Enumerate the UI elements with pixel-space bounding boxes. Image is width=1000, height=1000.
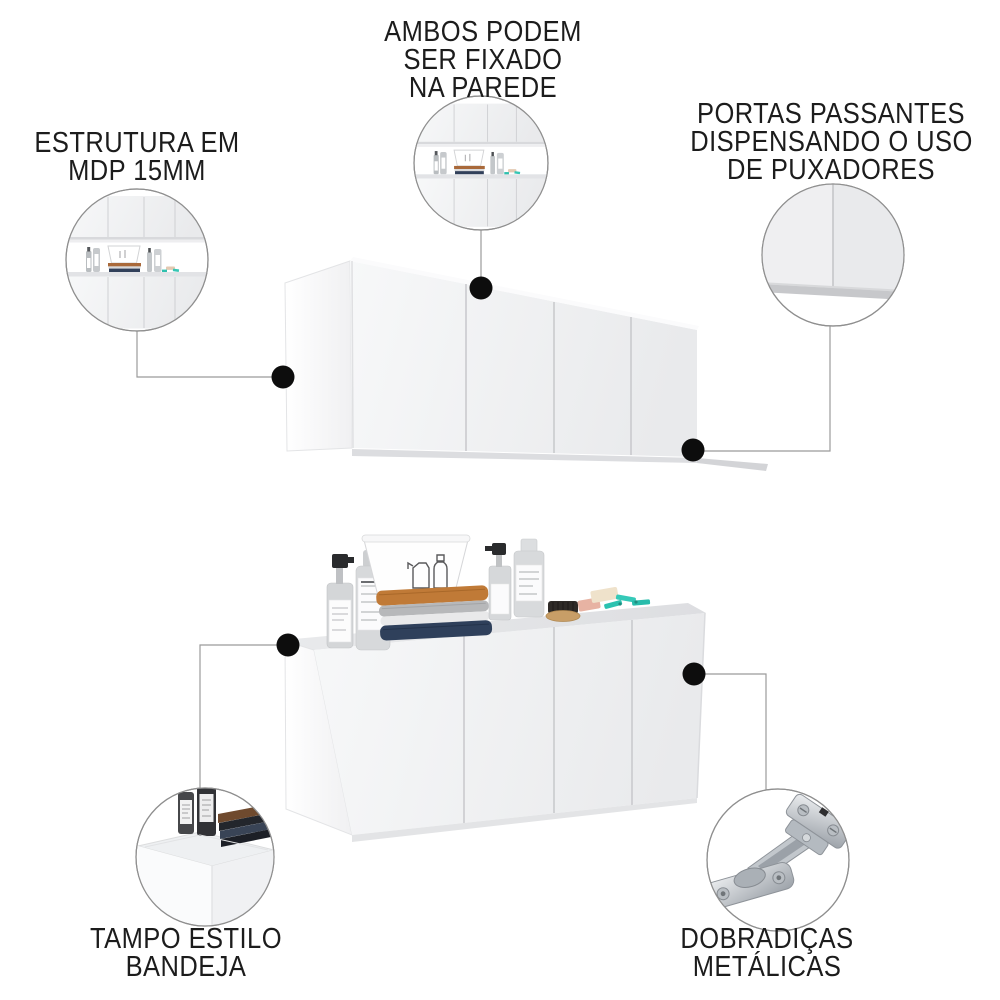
wooden-brush [545,601,581,622]
callout-dot [271,365,295,389]
callout-dot [682,662,706,686]
upper-wall-cabinet [284,257,768,471]
callout-label-wall-mount: AMBOS PODEM SER FIXADO NA PAREDE [342,16,624,104]
label-line: MDP 15MM [68,155,206,187]
callout-dots [271,276,706,686]
hinge-illustration [707,793,849,909]
label-line: METÁLICAS [692,951,842,983]
pump-bottle [326,554,354,649]
lower-wall-cabinet [283,603,706,842]
label-line: AMBOS PODEM [384,16,582,48]
inset-hinge-detail [706,788,850,932]
towel-stack [376,585,493,641]
callout-label-hinges: DOBRADIÇAS METÁLICAS [626,923,908,983]
callout-label-structure: ESTRUTURA EM MDP 15MM [0,127,278,187]
pump-bottle-small [485,543,512,621]
label-line: ESTRUTURA EM [34,127,240,159]
callout-dot [681,438,705,462]
inset-wall-mount-left [65,188,209,332]
label-line: PORTAS PASSANTES [697,98,965,130]
label-line: TAMPO ESTILO [89,923,282,955]
label-line: SER FIXADO [403,44,563,76]
label-line: NA PAREDE [408,72,558,104]
callout-dot [276,633,300,657]
label-line: DE PUXADORES [726,154,936,186]
label-line: DISPENSANDO O USO [690,126,973,158]
inset-doors-detail [761,183,905,327]
connector-structure [136,331,283,378]
inset-tray-top-detail [135,787,275,927]
inset-wall-mount-center [413,95,549,231]
label-line: BANDEJA [125,951,247,983]
callout-dot [469,276,493,300]
decor-items [326,534,651,651]
callout-label-tray-top: TAMPO ESTILO BANDEJA [45,923,327,983]
callout-label-doors: PORTAS PASSANTES DISPENSANDO O USO DE PU… [690,98,973,186]
callout-connectors [136,230,831,790]
soap-bar-cream [590,586,619,603]
connector-hinge [694,673,767,790]
connector-tray [199,644,288,788]
clear-bottle-large [513,538,545,618]
clothespins [604,594,651,609]
connector-doors [693,326,831,452]
label-line: DOBRADIÇAS [680,923,854,955]
